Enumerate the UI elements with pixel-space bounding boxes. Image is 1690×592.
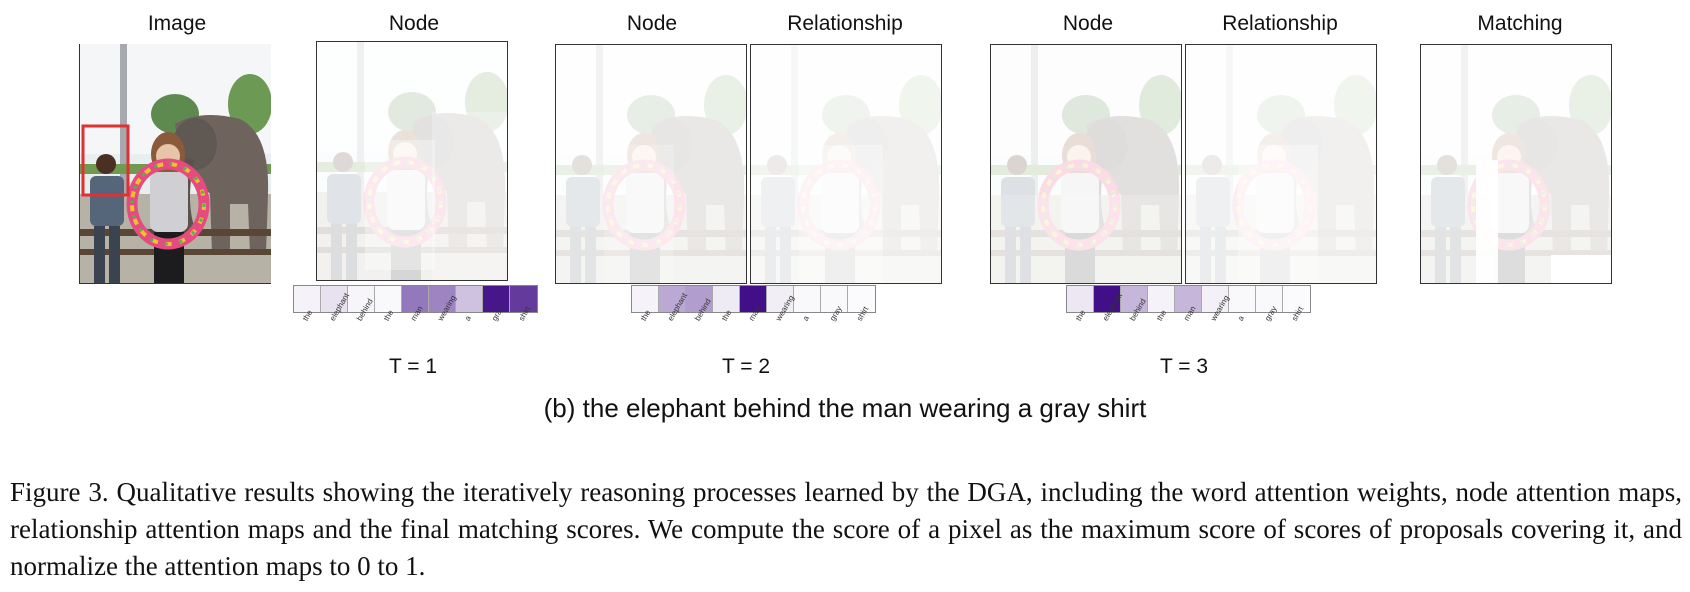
attention-cell-wearing <box>767 286 794 312</box>
attention-cell-wearing <box>1202 286 1229 312</box>
t3-relationship-attention-map <box>1185 44 1377 284</box>
input-image <box>79 44 271 284</box>
attention-cell-the <box>375 286 402 312</box>
attention-cell-man <box>402 286 429 312</box>
attention-cell-man <box>740 286 767 312</box>
panel-title-t2-relationship: Relationship <box>787 12 903 35</box>
attention-cell-elephant <box>659 286 686 312</box>
attention-cell-the <box>1067 286 1094 312</box>
word-label: a <box>1236 314 1247 323</box>
attention-cell-a <box>456 286 483 312</box>
panel-title-matching: Matching <box>1477 12 1563 35</box>
panel-title-t3-node: Node <box>1062 12 1114 35</box>
attention-cell-elephant <box>1094 286 1121 312</box>
step-label-t2: T = 2 <box>721 355 771 378</box>
attention-cell-man <box>1175 286 1202 312</box>
attention-cell-the <box>294 286 321 312</box>
panel-title-t2-node: Node <box>626 12 678 35</box>
word-label: a <box>801 314 812 323</box>
t3-node-attention-map <box>990 44 1182 284</box>
attention-cell-behind <box>686 286 713 312</box>
panel-title-t1-node: Node <box>388 12 440 35</box>
attention-cell-a <box>794 286 821 312</box>
attention-cell-elephant <box>321 286 348 312</box>
attention-cell-gray <box>483 286 510 312</box>
attention-cell-shirt <box>848 286 875 312</box>
t2-node-attention-map <box>555 44 747 284</box>
panel-title-image: Image <box>147 12 207 35</box>
t1-node-attention-map <box>316 41 508 281</box>
panel-title-t3-relationship: Relationship <box>1222 12 1338 35</box>
attention-cell-behind <box>348 286 375 312</box>
target-box <box>81 124 130 197</box>
t2-relationship-attention-map <box>750 44 942 284</box>
attention-cell-gray <box>1256 286 1283 312</box>
attention-cell-gray <box>821 286 848 312</box>
attention-cell-shirt <box>510 286 537 312</box>
attention-cell-a <box>1229 286 1256 312</box>
t1-word-attention <box>293 285 538 313</box>
t3-word-attention <box>1066 285 1311 313</box>
attention-cell-behind <box>1121 286 1148 312</box>
matching-score-map <box>1420 44 1612 284</box>
attention-cell-wearing <box>429 286 456 312</box>
figure-caption: Figure 3. Qualitative results showing th… <box>10 477 1682 581</box>
attention-cell-the <box>1148 286 1175 312</box>
step-label-t3: T = 3 <box>1159 355 1209 378</box>
word-label: a <box>463 314 474 323</box>
t2-word-attention <box>631 285 876 313</box>
subfigure-caption: (b) the elephant behind the man wearing … <box>543 393 1147 423</box>
attention-cell-the <box>713 286 740 312</box>
step-label-t1: T = 1 <box>388 355 438 378</box>
attention-cell-shirt <box>1283 286 1310 312</box>
attention-cell-the <box>632 286 659 312</box>
